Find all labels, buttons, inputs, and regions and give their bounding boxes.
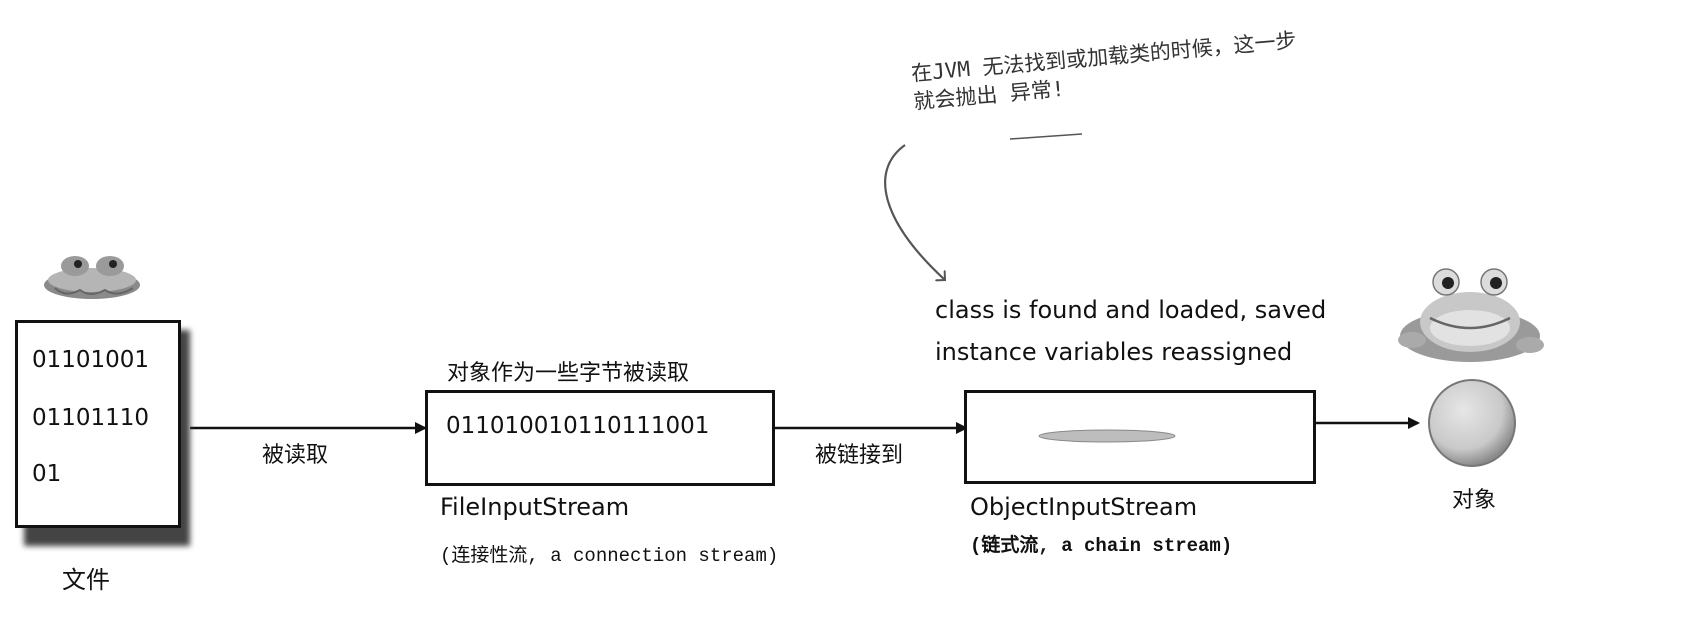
objectinputstream-desc: (链式流, a chain stream) [970, 535, 1233, 557]
objectinputstream-name: ObjectInputStream [970, 493, 1198, 521]
file-box: 01101001 01101110 01 [15, 320, 181, 528]
annotation-curved-arrow [884, 144, 945, 280]
file-caption: 文件 [62, 566, 110, 594]
file-line-1: 01101001 [32, 347, 150, 373]
file-line-3: 01 [32, 461, 62, 487]
annotation-underline [1009, 133, 1083, 140]
fileinputstream-top-label: 对象作为一些字节被读取 [447, 361, 690, 386]
fileinputstream-box: 011010010110111001 [425, 390, 775, 486]
objectinputstream-top-line-1: class is found and loaded, saved [935, 296, 1327, 324]
objectinputstream-box [964, 390, 1316, 484]
arrow-label-read: 被读取 [262, 443, 329, 468]
object-caption: 对象 [1452, 488, 1497, 513]
fileinputstream-bytes: 011010010110111001 [446, 413, 710, 439]
file-line-2: 01101110 [32, 405, 150, 431]
fileinputstream-desc: (连接性流, a connection stream) [440, 545, 779, 567]
arrow-label-chained: 被链接到 [815, 443, 904, 468]
flat-disc-icon [1038, 429, 1176, 443]
objectinputstream-top-line-2: instance variables reassigned [935, 338, 1293, 366]
fileinputstream-name: FileInputStream [440, 493, 630, 521]
